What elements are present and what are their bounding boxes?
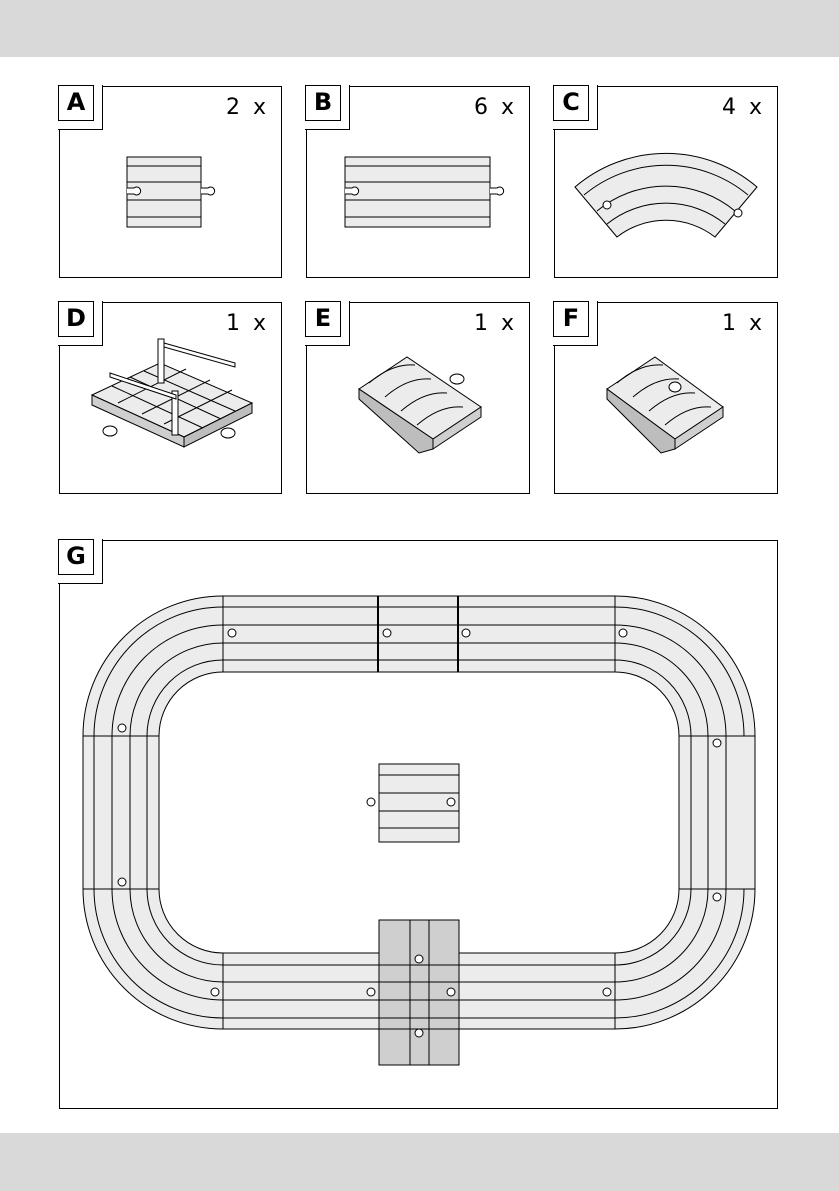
header-band bbox=[0, 0, 839, 57]
ramp-track-f-illustration bbox=[555, 303, 779, 495]
panel-b: B 6 x bbox=[306, 86, 530, 278]
panel-d: D 1 x bbox=[59, 302, 282, 494]
crossing-barrier-illustration bbox=[60, 303, 283, 495]
assembled-layout-illustration bbox=[60, 541, 779, 1110]
panel-a: A 2 x bbox=[59, 86, 282, 278]
curved-track-illustration bbox=[555, 87, 779, 279]
straight-long-track-illustration bbox=[307, 87, 531, 279]
panel-f: F 1 x bbox=[554, 302, 778, 494]
footer-band bbox=[0, 1133, 839, 1191]
panel-e: E 1 x bbox=[306, 302, 530, 494]
panel-c: C 4 x bbox=[554, 86, 778, 278]
ramp-track-e-illustration bbox=[307, 303, 531, 495]
panel-g: G bbox=[59, 540, 778, 1109]
straight-short-track-illustration bbox=[60, 87, 283, 279]
